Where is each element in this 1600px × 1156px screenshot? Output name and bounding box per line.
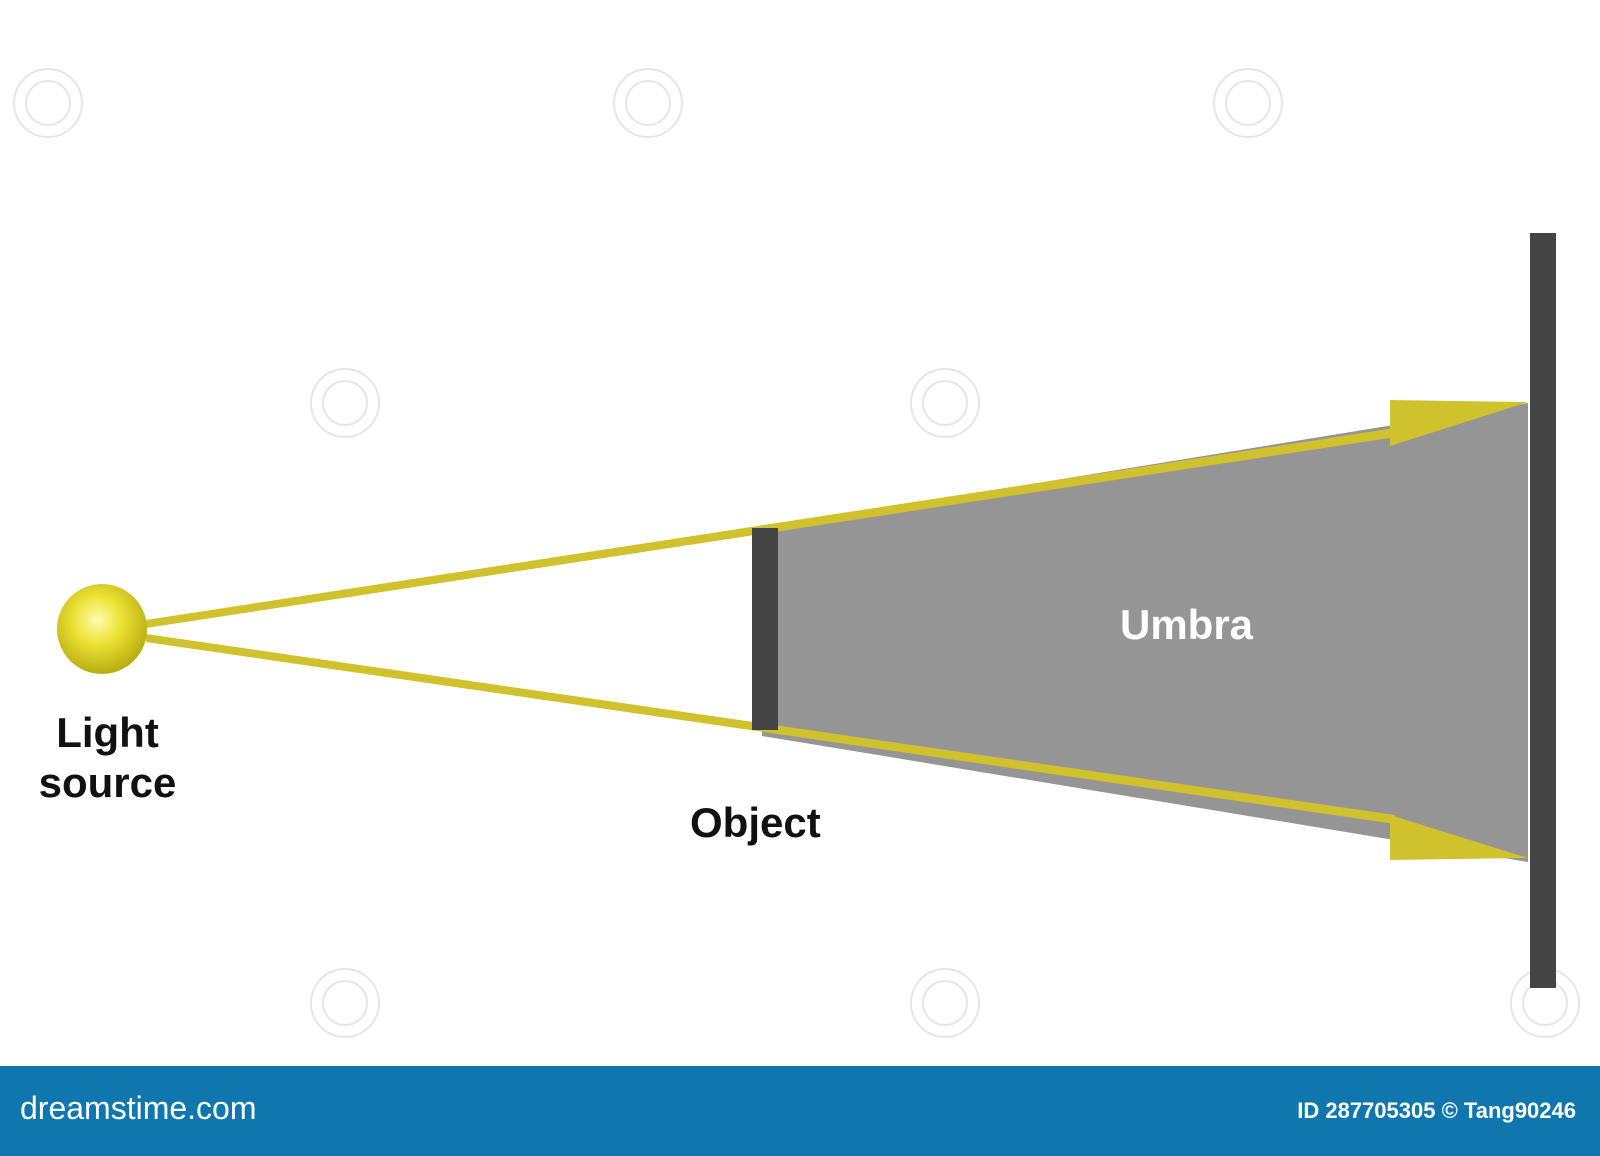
footer-credit: ID 287705305 © Tang90246 bbox=[1297, 1098, 1576, 1123]
shadow-diagram bbox=[13, 68, 1580, 1038]
footer-brand[interactable]: dreamstime.com bbox=[20, 1090, 257, 1126]
lower-ray-arrowhead bbox=[1390, 815, 1528, 860]
light-source-label-line2: source bbox=[38, 758, 177, 806]
screen-bar bbox=[1530, 233, 1556, 988]
light-source-label: Light source bbox=[20, 708, 195, 807]
footer-bar: dreamstime.com ID 287705305 © Tang90246 bbox=[0, 1066, 1600, 1156]
upper-ray-arrowhead bbox=[1390, 400, 1528, 446]
light-source-sphere bbox=[57, 584, 147, 674]
umbra-region bbox=[762, 403, 1528, 862]
object-bar bbox=[752, 528, 778, 730]
watermark-layer bbox=[13, 68, 1580, 1038]
object-label: Object bbox=[690, 799, 821, 846]
light-source-label-line1: Light bbox=[56, 709, 159, 756]
umbra-label: Umbra bbox=[1120, 601, 1254, 648]
